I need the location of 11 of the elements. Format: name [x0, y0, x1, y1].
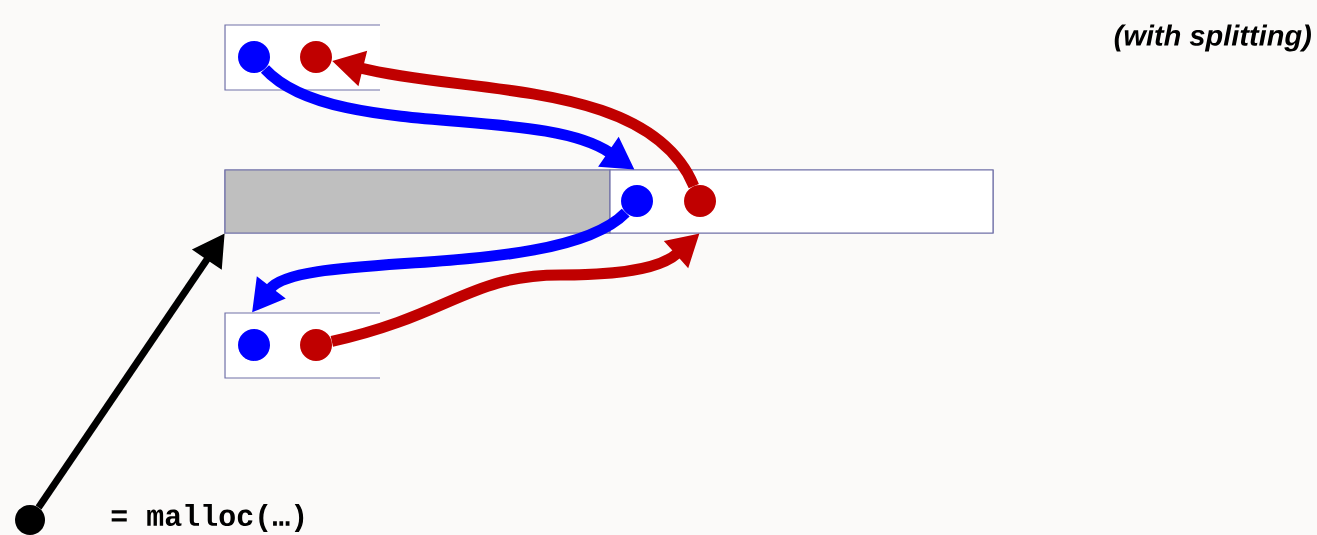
pointer-dot: [300, 329, 332, 361]
pointer-dot: [684, 185, 716, 217]
pointer-dot: [300, 41, 332, 73]
caption-text: (with splitting): [1114, 24, 1311, 52]
code-text: = malloc(…): [111, 504, 304, 532]
allocated-block: [224, 169, 611, 234]
free-block: [609, 169, 994, 234]
pointer-dot: [238, 41, 270, 73]
pointer-dot: [621, 185, 653, 217]
pointer-dot: [15, 505, 45, 535]
pointer-dot: [238, 329, 270, 361]
